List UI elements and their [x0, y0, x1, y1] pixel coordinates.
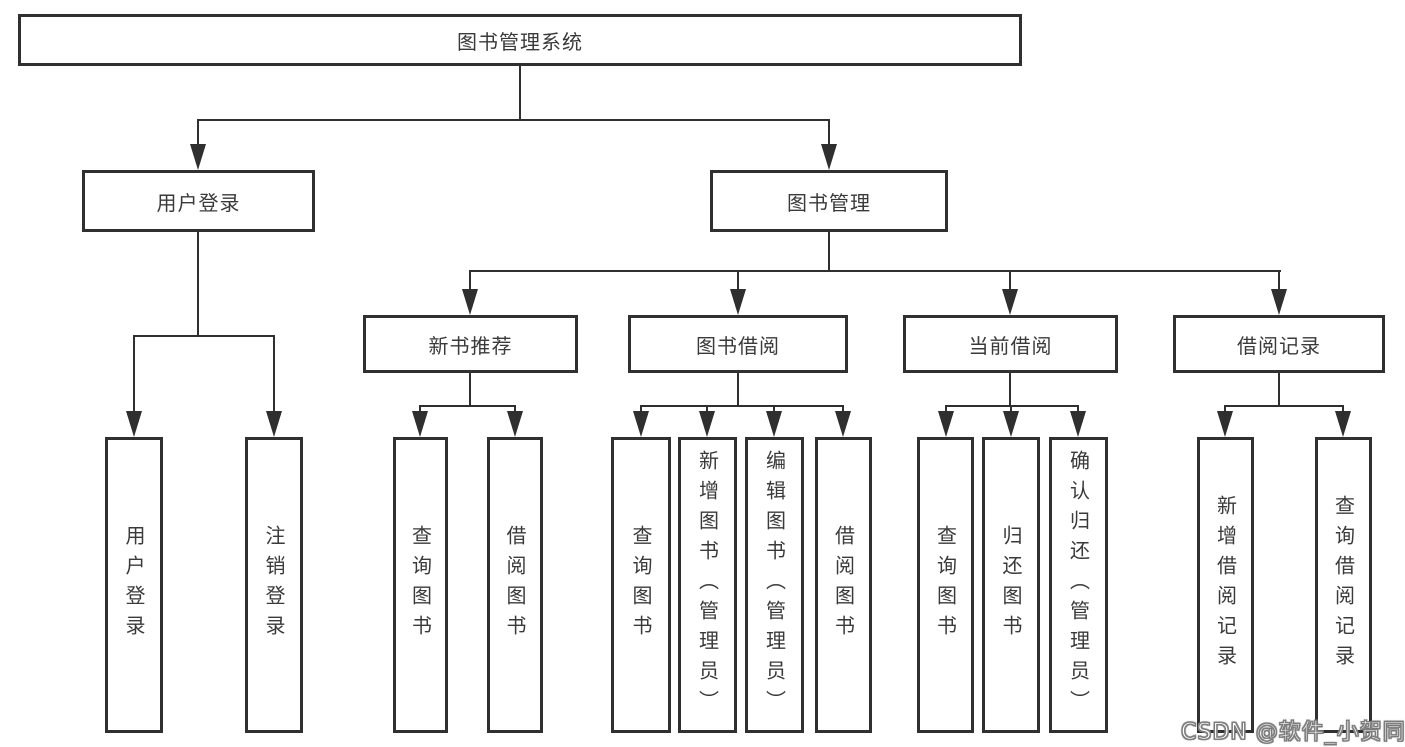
- connector-vline: [737, 270, 739, 290]
- down-arrow-icon: [1217, 411, 1233, 437]
- connector-vline: [828, 232, 830, 272]
- leaf-add-borrow-record: 新增借阅记录: [1197, 437, 1254, 733]
- node-label: 查询借阅记录: [1331, 495, 1356, 675]
- node-label: 新书推荐: [428, 333, 513, 358]
- connector-vline: [519, 66, 521, 121]
- connector-vline: [197, 232, 199, 337]
- down-arrow-icon: [462, 289, 478, 315]
- connector-vline: [1278, 373, 1280, 407]
- down-arrow-icon: [1271, 289, 1287, 315]
- connector-hline: [133, 335, 275, 337]
- down-arrow-icon: [1335, 411, 1351, 437]
- down-arrow-icon: [938, 411, 954, 437]
- leaf-edit-books-admin: 编辑图书（管理员）: [745, 437, 804, 733]
- connector-vline: [828, 119, 830, 146]
- connector-vline: [773, 405, 775, 413]
- leaf-confirm-return-admin: 确认归还（管理员）: [1049, 437, 1108, 733]
- connector-hline: [945, 405, 1079, 407]
- connector-vline: [419, 405, 421, 413]
- connector-vline: [945, 405, 947, 413]
- leaf-query-books-current: 查询图书: [917, 437, 974, 733]
- down-arrow-icon: [507, 411, 523, 437]
- connector-vline: [469, 270, 471, 290]
- connector-vline: [640, 405, 642, 413]
- connector-vline: [737, 373, 739, 407]
- node-new-book-recommendation: 新书推荐: [363, 315, 578, 373]
- connector-vline: [469, 373, 471, 407]
- connector-vline: [842, 405, 844, 413]
- connector-vline: [514, 405, 516, 413]
- down-arrow-icon: [766, 411, 782, 437]
- connector-vline: [1342, 405, 1344, 413]
- connector-vline: [1077, 405, 1079, 413]
- node-label: 当前借阅: [968, 333, 1053, 358]
- down-arrow-icon: [1070, 411, 1086, 437]
- down-arrow-icon: [699, 411, 715, 437]
- connector-vline: [1224, 405, 1226, 413]
- connector-vline: [1009, 270, 1011, 290]
- node-label: 查询图书: [629, 525, 653, 645]
- node-label: 注销登录: [262, 525, 286, 645]
- leaf-borrow-books-recommend: 借阅图书: [487, 437, 543, 733]
- leaf-query-books-borrowing: 查询图书: [611, 437, 671, 733]
- node-book-management: 图书管理: [710, 170, 948, 232]
- leaf-return-books: 归还图书: [982, 437, 1040, 733]
- connector-hline: [640, 405, 844, 407]
- node-label: 用户登录: [156, 190, 241, 215]
- node-label: 借阅图书: [503, 525, 527, 645]
- node-label: 图书借阅: [696, 333, 780, 358]
- down-arrow-icon: [412, 411, 428, 437]
- node-label: 借阅记录: [1237, 333, 1321, 358]
- leaf-logout: 注销登录: [245, 437, 303, 733]
- connector-hline: [1224, 405, 1344, 407]
- connector-hline: [197, 119, 830, 121]
- node-label: 用户登录: [122, 525, 146, 645]
- down-arrow-icon: [1002, 289, 1018, 315]
- node-borrowing-records: 借阅记录: [1173, 315, 1385, 373]
- connector-vline: [1009, 373, 1011, 407]
- node-label: 确认归还（管理员）: [1066, 450, 1091, 720]
- node-label: 新增借阅记录: [1213, 495, 1238, 675]
- leaf-query-books-recommend: 查询图书: [393, 437, 448, 733]
- leaf-borrow-books: 借阅图书: [815, 437, 872, 733]
- connector-vline: [1278, 270, 1280, 290]
- connector-vline: [197, 119, 199, 146]
- connector-hline: [469, 270, 1281, 272]
- node-user-login: 用户登录: [82, 170, 315, 232]
- down-arrow-icon: [190, 144, 206, 170]
- leaf-query-borrow-record: 查询借阅记录: [1315, 437, 1372, 733]
- node-label: 借阅图书: [831, 525, 856, 645]
- connector-vline: [133, 335, 135, 413]
- connector-vline: [706, 405, 708, 413]
- node-label: 图书管理系统: [457, 29, 583, 54]
- node-label: 新增图书（管理员）: [695, 450, 720, 720]
- down-arrow-icon: [126, 411, 142, 437]
- connector-vline: [273, 335, 275, 413]
- connector-vline: [1010, 405, 1012, 413]
- down-arrow-icon: [633, 411, 649, 437]
- node-label: 图书管理: [787, 190, 871, 215]
- node-label: 归还图书: [999, 525, 1023, 645]
- node-library-system: 图书管理系统: [18, 14, 1022, 66]
- down-arrow-icon: [266, 411, 282, 437]
- down-arrow-icon: [1003, 411, 1019, 437]
- down-arrow-icon: [821, 144, 837, 170]
- watermark: CSDN @软件_小贺同学: [1181, 720, 1405, 746]
- connector-hline: [419, 405, 516, 407]
- leaf-add-books-admin: 新增图书（管理员）: [678, 437, 737, 733]
- node-book-borrowing: 图书借阅: [628, 315, 848, 373]
- down-arrow-icon: [730, 289, 746, 315]
- leaf-user-login: 用户登录: [105, 437, 163, 733]
- node-label: 编辑图书（管理员）: [762, 450, 787, 720]
- node-label: 查询图书: [933, 525, 958, 645]
- down-arrow-icon: [835, 411, 851, 437]
- node-current-borrowing: 当前借阅: [903, 315, 1118, 373]
- node-label: 查询图书: [408, 525, 433, 645]
